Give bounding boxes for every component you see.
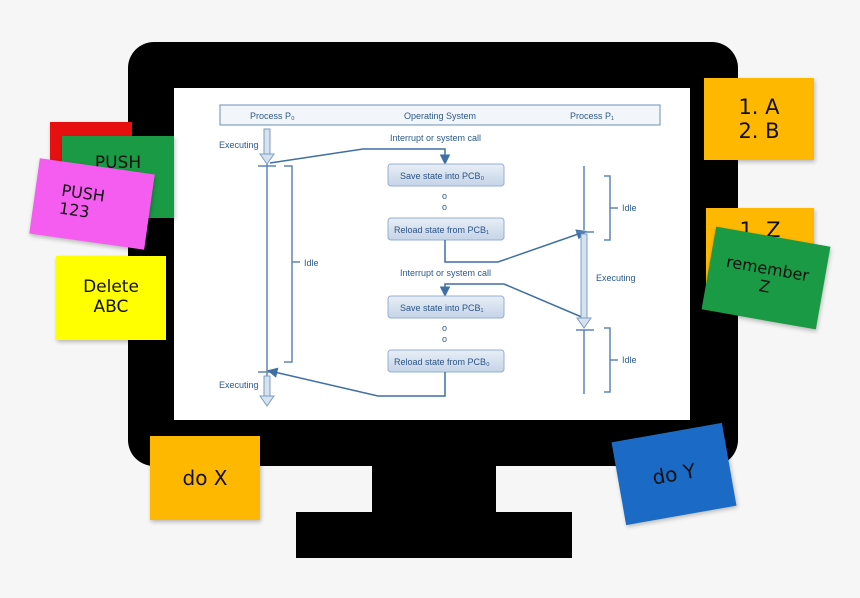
box-save-pcb0-label: Save state into PCB₀ [400, 171, 485, 181]
arrow-reload-pcb0 [267, 367, 446, 397]
header-operating-system: Operating System [404, 111, 476, 121]
sticky-note-do-x-text: do X [182, 465, 228, 490]
idle-brace-left [284, 165, 300, 363]
monitor-stand [296, 512, 572, 558]
arrow-interrupt-2 [439, 283, 585, 319]
sticky-note-push-123: PUSH 123 [29, 158, 155, 250]
sticky-note-do-y: do Y [611, 422, 737, 526]
executing-bar-bottom [263, 375, 271, 399]
sticky-note-do-y-text: do Y [650, 457, 698, 490]
box-reload-pcb0 [387, 349, 505, 373]
sticky-note-do-x: do X [150, 436, 260, 520]
label-executing-bottom: Executing [219, 380, 259, 390]
sticky-note-delete-abc: Delete ABC [56, 256, 166, 340]
idle-brace-right-bottom [604, 327, 618, 393]
idle-brace-right-top [604, 175, 618, 241]
monitor-neck [372, 462, 496, 518]
header-process-p0: Process P₀ [250, 111, 295, 121]
executing-bar-top [263, 128, 271, 156]
label-interrupt-2: Interrupt or system call [400, 268, 491, 278]
label-idle-right-bottom: Idle [622, 355, 637, 365]
sticky-note-list-ab: 1. A 2. B [704, 78, 814, 160]
label-interrupt-1: Interrupt or system call [390, 133, 481, 143]
header-process-p1: Process P₁ [570, 111, 614, 121]
dots-2a: o [442, 323, 447, 333]
context-switch-diagram: Process P₀ Operating System Process P₁ E… [219, 104, 661, 407]
box-reload-pcb0-label: Reload state from PCB₀ [394, 357, 490, 367]
sticky-note-remember-z-text: remember Z [724, 251, 811, 297]
arrow-reload-pcb1 [444, 229, 587, 263]
dots-1b: o [442, 202, 447, 212]
sticky-note-list-ab-text: 1. A 2. B [738, 94, 780, 143]
executing-bar-right [580, 233, 588, 319]
sticky-note-delete-abc-text: Delete ABC [83, 277, 139, 317]
label-idle-left: Idle [304, 258, 319, 268]
box-save-pcb0 [387, 163, 505, 187]
header-bar [219, 104, 661, 126]
box-reload-pcb1-label: Reload state from PCB₁ [394, 225, 489, 235]
label-executing-right: Executing [596, 273, 636, 283]
box-save-pcb1-label: Save state into PCB₁ [400, 303, 484, 313]
arrow-interrupt-1 [269, 148, 451, 165]
sticky-note-push-123-text: PUSH 123 [57, 180, 107, 222]
label-executing-top: Executing [219, 140, 259, 150]
dots-1a: o [442, 191, 447, 201]
box-reload-pcb1 [387, 217, 505, 241]
label-idle-right-top: Idle [622, 203, 637, 213]
box-save-pcb1 [387, 295, 505, 319]
dots-2b: o [442, 334, 447, 344]
